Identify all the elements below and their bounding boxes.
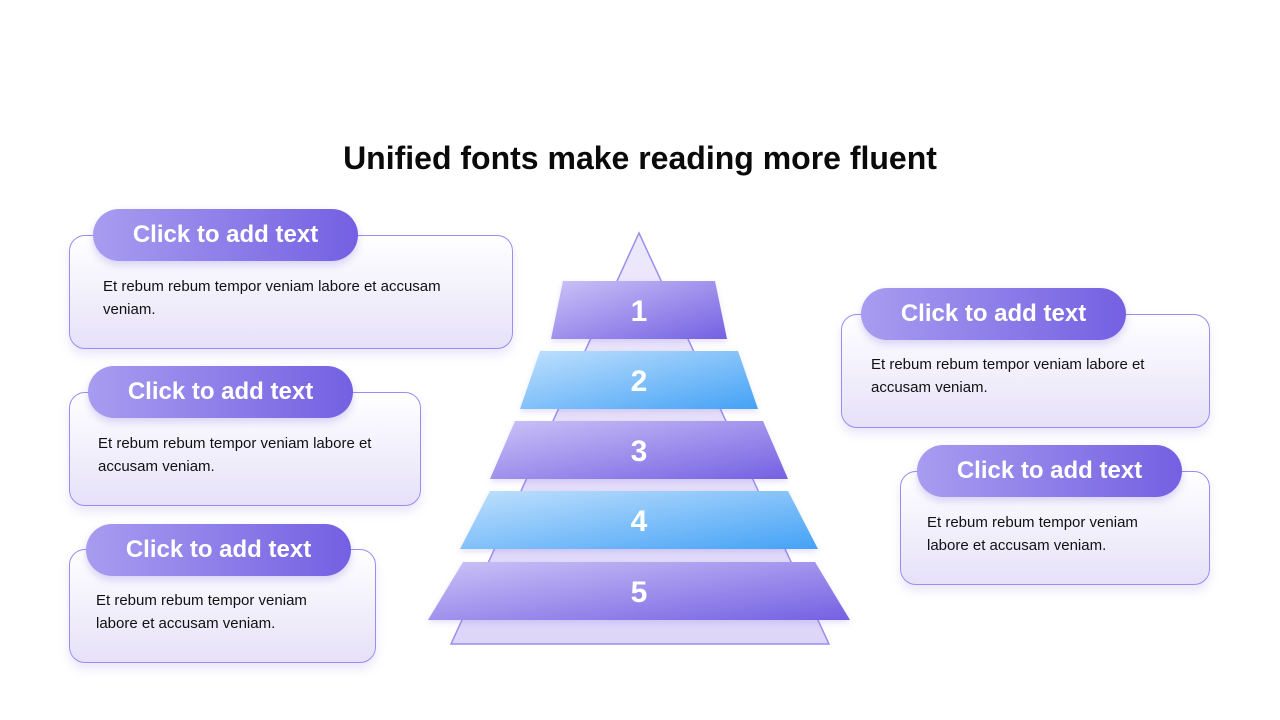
- card-body-right-2: Et rebum rebum tempor veniam labore et a…: [927, 514, 1138, 554]
- card-heading-left-1[interactable]: Click to add text: [93, 209, 358, 261]
- card-heading-right-2[interactable]: Click to add text: [917, 445, 1182, 497]
- pyramid-level-label-4: 4: [631, 505, 648, 538]
- pyramid-level-2: [520, 351, 758, 409]
- pyramid-level-5: [428, 562, 850, 620]
- card-heading-left-2[interactable]: Click to add text: [88, 366, 353, 418]
- card-heading-left-3[interactable]: Click to add text: [86, 524, 351, 576]
- pyramid-level-label-3: 3: [631, 435, 648, 468]
- card-heading-right-1[interactable]: Click to add text: [861, 288, 1126, 340]
- pyramid-level-label-1: 1: [631, 295, 648, 328]
- card-body-left-2: Et rebum rebum tempor veniam labore et a…: [98, 435, 372, 475]
- pyramid-level-4: [460, 491, 818, 549]
- pyramid-level-3: [490, 421, 788, 479]
- card-body-left-1: Et rebum rebum tempor veniam labore et a…: [103, 278, 441, 318]
- card-body-right-1: Et rebum rebum tempor veniam labore et a…: [871, 356, 1145, 396]
- card-body-left-3: Et rebum rebum tempor veniam labore et a…: [96, 592, 307, 632]
- pyramid-level-1: [551, 281, 727, 339]
- page-title: Unified fonts make reading more fluent: [343, 140, 937, 176]
- pyramid-level-label-2: 2: [631, 365, 648, 398]
- pyramid-level-label-5: 5: [631, 576, 648, 609]
